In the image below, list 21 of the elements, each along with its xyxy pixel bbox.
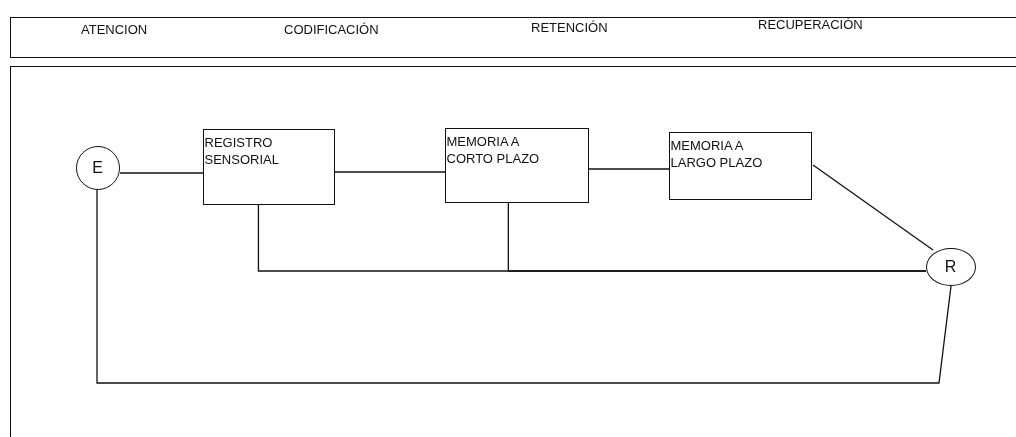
connector-line [588,168,670,170]
box-label: REGISTRO SENSORIAL [204,133,280,168]
stage-heading: RECUPERACIÓN [758,16,863,33]
stage-heading: CODIFICACIÓN [284,21,379,38]
header-band [10,17,1016,58]
process-box [444,127,589,203]
panel-frame [10,66,1016,437]
connector-line [507,202,927,272]
box-label: MEMORIA A CORTO PLAZO [446,132,541,167]
process-box [668,131,812,200]
node-letter: R [943,257,958,275]
connector-line [812,164,934,251]
stage-heading: RETENCIÓN [531,19,608,36]
stage-heading: ATENCION [81,21,148,38]
connector-line [334,171,446,173]
process-box [202,128,335,205]
connector-line [96,189,952,384]
connector-line [119,172,204,174]
node-letter: E [91,158,104,176]
circle-node [925,247,976,286]
box-label: MEMORIA A LARGO PLAZO [670,136,764,171]
